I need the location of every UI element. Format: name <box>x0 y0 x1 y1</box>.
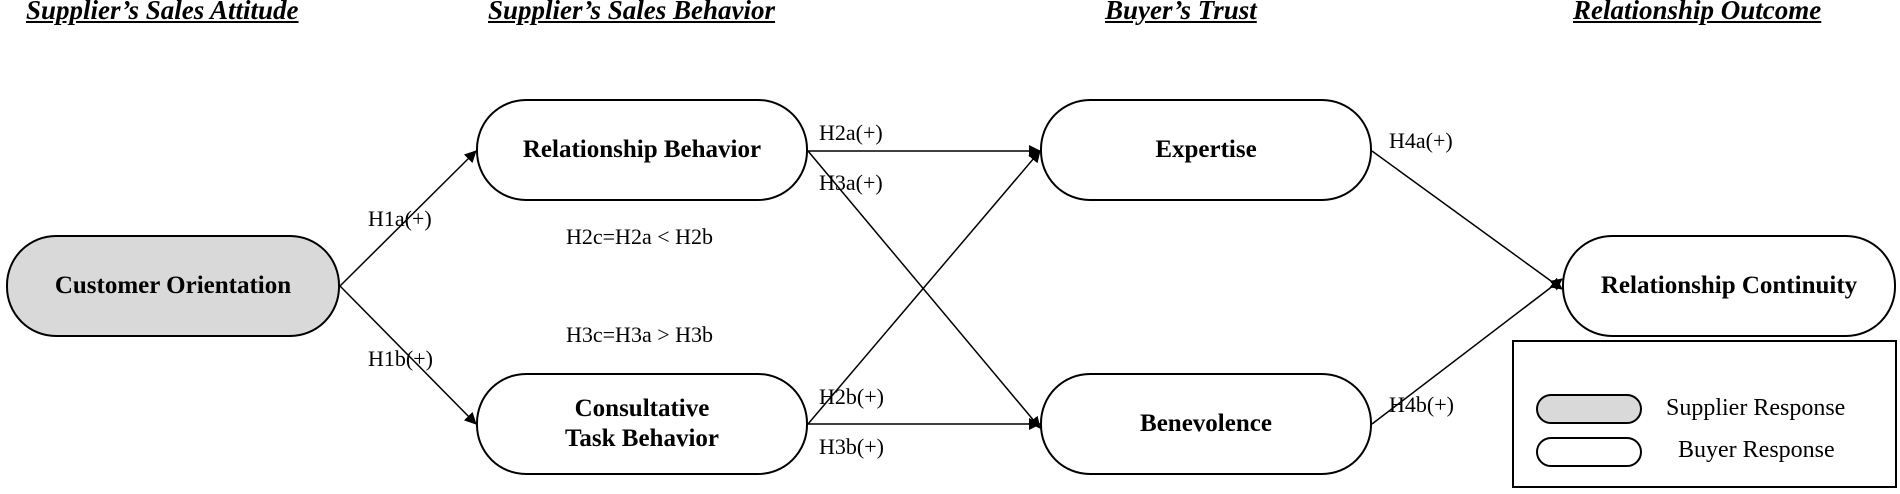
path-label-h2a: H2a(+) <box>819 120 883 145</box>
path-label-h3a: H3a(+) <box>819 170 883 195</box>
path-label-h1a: H1a(+) <box>368 206 432 231</box>
arrow-h2b <box>807 150 1041 425</box>
comparison-h3: H3c=H3a > H3b <box>566 322 714 347</box>
arrow-h4a <box>1371 150 1563 290</box>
node-relationship-continuity: Relationship Continuity <box>1562 235 1896 337</box>
node-label-line2: Task Behavior <box>565 425 719 452</box>
path-label-h4b: H4b(+) <box>1389 392 1454 417</box>
legend: Supplier Response Buyer Response <box>1512 340 1897 488</box>
node-customer-orientation: Customer Orientation <box>6 235 340 337</box>
comparison-h2: H2c=H2a < H2b <box>566 224 714 249</box>
header-relationship-outcome: Relationship Outcome <box>1573 0 1822 25</box>
header-supplier-sales-behavior: Supplier’s Sales Behavior <box>488 0 776 25</box>
path-label-h4a: H4a(+) <box>1389 128 1453 153</box>
legend-swatch-buyer <box>1536 437 1642 467</box>
legend-swatch-supplier <box>1536 394 1642 424</box>
arrow-h1b <box>339 285 477 425</box>
node-label: Relationship Behavior <box>522 136 762 163</box>
node-consultative-task-behavior: Consultative Task Behavior <box>476 373 808 475</box>
legend-label-buyer: Buyer Response <box>1678 437 1835 463</box>
path-label-h3b: H3b(+) <box>819 434 884 459</box>
node-relationship-behavior: Relationship Behavior <box>476 99 808 201</box>
node-expertise: Expertise <box>1040 99 1372 201</box>
header-supplier-sales-attitude: Supplier’s Sales Attitude <box>26 0 299 25</box>
path-label-h1b: H1b(+) <box>368 346 433 371</box>
node-label: Customer Orientation <box>54 272 292 299</box>
header-buyers-trust: Buyer’s Trust <box>1105 0 1257 25</box>
node-label: Benevolence <box>1140 410 1272 437</box>
legend-label-supplier: Supplier Response <box>1666 395 1846 421</box>
arrow-h3a <box>807 150 1041 429</box>
path-label-h2b: H2b(+) <box>819 384 884 409</box>
node-label: Relationship Continuity <box>1600 272 1858 299</box>
node-benevolence: Benevolence <box>1040 373 1372 475</box>
arrow-h1a <box>339 150 477 287</box>
arrow-h4b <box>1371 278 1563 425</box>
node-label: Expertise <box>1155 136 1257 163</box>
node-label-line1: Consultative <box>574 395 710 422</box>
